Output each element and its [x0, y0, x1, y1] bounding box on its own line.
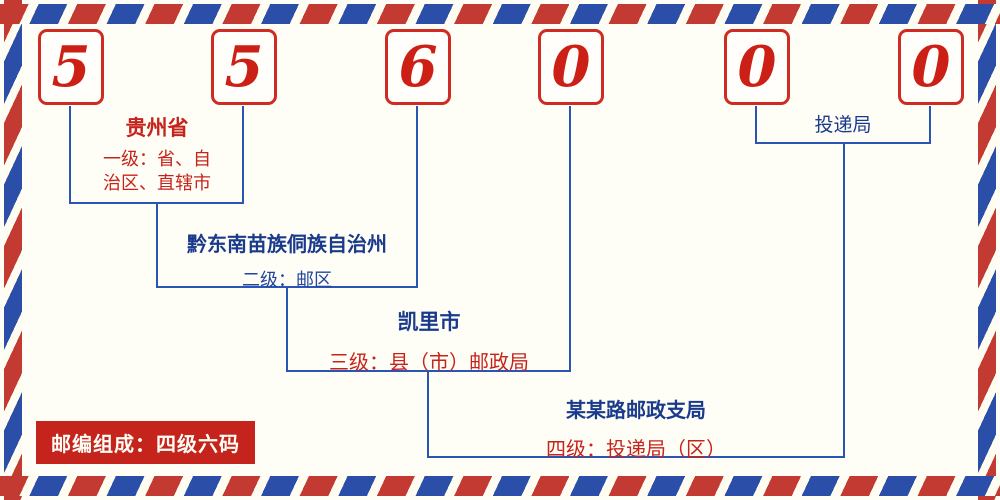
level-2-label: 黔东南苗族侗族自治州 二级：邮区 [158, 228, 416, 292]
digit-box-4: 0 [538, 29, 604, 105]
postal-digit-2: 5 [224, 34, 264, 100]
digit-box-5: 0 [724, 29, 790, 105]
postal-digit-3: 6 [398, 34, 438, 100]
airmail-border-right [978, 0, 996, 500]
connector-line [929, 106, 931, 144]
digit-box-2: 5 [211, 29, 277, 105]
level-4-name: 某某路邮政支局 [566, 400, 706, 422]
airmail-border-top [0, 4, 1000, 24]
level-1-label: 贵州省 一级：省、自治区、直辖市 [77, 112, 237, 196]
level-3-desc: 三级：县（市）邮政局 [329, 352, 529, 374]
connector-line [69, 106, 71, 204]
level-4-desc: 四级：投递局（区） [546, 439, 726, 461]
connector-line [416, 106, 418, 288]
postal-digit-1: 5 [51, 34, 91, 100]
level-2-desc: 二级：邮区 [242, 270, 332, 290]
postcode-composition-badge: 邮编组成：四级六码 [36, 421, 255, 464]
connector-line [286, 370, 571, 372]
level-1-name: 贵州省 [125, 117, 189, 140]
postal-digit-4: 0 [551, 34, 591, 100]
connector-line [242, 106, 244, 204]
level-1-desc: 一级：省、自治区、直辖市 [103, 149, 211, 194]
connector-line [843, 144, 845, 458]
connector-line [755, 106, 757, 144]
level-3-label: 凯里市 三级：县（市）邮政局 [288, 306, 570, 375]
connector-line [69, 202, 244, 204]
level-2-name: 黔东南苗族侗族自治州 [187, 234, 387, 256]
postal-digit-6: 0 [911, 34, 951, 100]
connector-line [755, 142, 931, 144]
connector-line [156, 204, 158, 288]
connector-line [286, 288, 288, 372]
airmail-border-bottom [0, 476, 1000, 496]
delivery-office-label: 投递局 [814, 115, 872, 136]
digit-box-6: 0 [898, 29, 964, 105]
level-4-label: 某某路邮政支局 四级：投递局（区） [429, 394, 843, 462]
airmail-border-left [4, 0, 22, 500]
connector-line [569, 106, 571, 372]
digit-box-3: 6 [385, 29, 451, 105]
digit-box-1: 5 [38, 29, 104, 105]
postal-digit-5: 0 [737, 34, 777, 100]
connector-line [427, 372, 429, 458]
connector-line [427, 456, 845, 458]
level-3-name: 凯里市 [397, 311, 461, 334]
connector-line [156, 286, 418, 288]
